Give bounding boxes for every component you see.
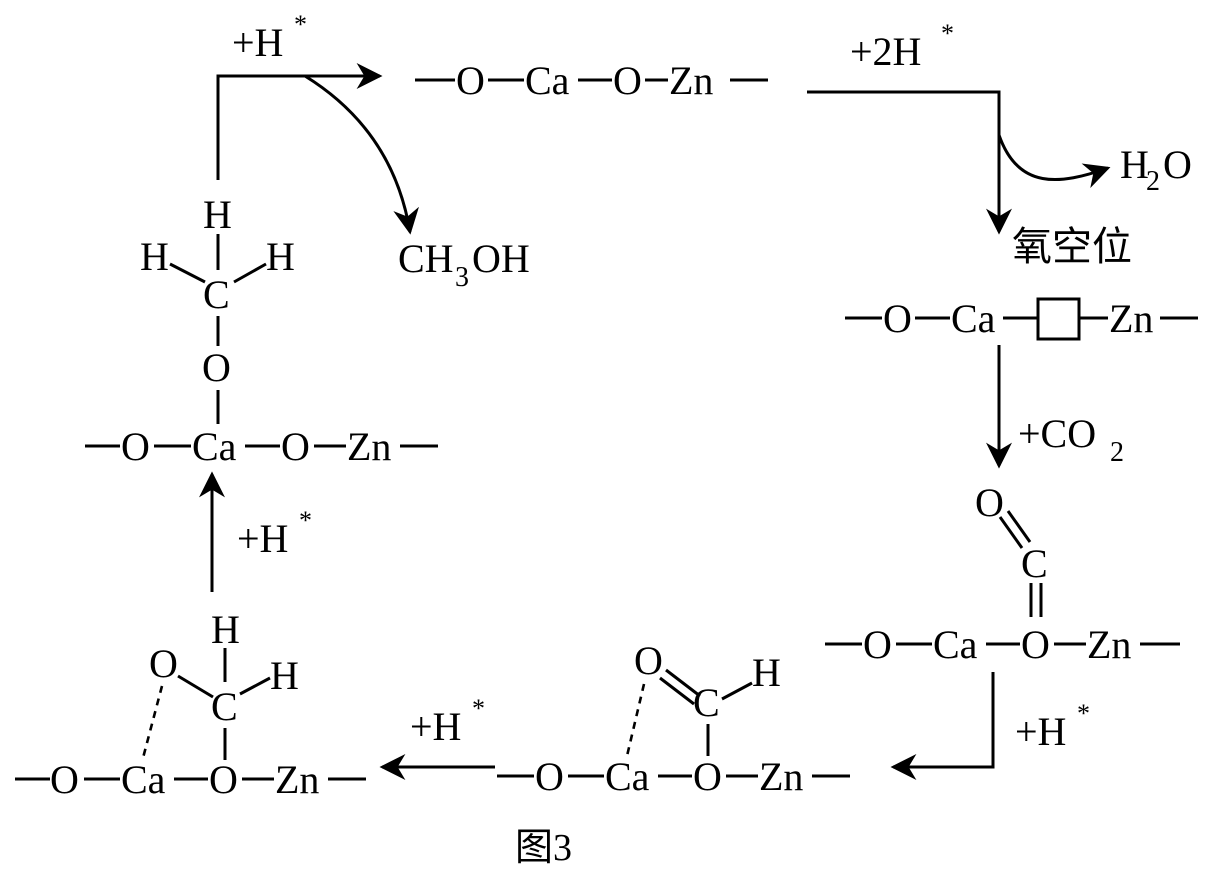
atom-c: C (211, 684, 238, 729)
label-star: * (941, 19, 954, 48)
label-h2o-h: H (1120, 142, 1149, 187)
bond (177, 674, 214, 699)
label-plus-2h: +2H (850, 29, 921, 74)
atom-h: H (270, 653, 299, 698)
structure-h2coo: O H C H O Ca O Zn (15, 607, 366, 802)
atom-o: O (209, 757, 238, 802)
label-ch3oh-oh: OH (472, 236, 530, 281)
atom-o: O (121, 424, 150, 469)
label-h2o-subscript: 2 (1146, 166, 1160, 197)
dashed-bond (625, 683, 646, 757)
atom-c: C (1021, 541, 1048, 586)
atom-ca: Ca (525, 58, 570, 103)
atom-h: H (140, 234, 169, 279)
bond (1006, 510, 1032, 543)
atom-zn: Zn (275, 757, 319, 802)
atom-o: O (456, 58, 485, 103)
atom-c: C (693, 680, 720, 725)
label-h2o-o: O (1163, 142, 1192, 187)
atom-zn: Zn (669, 58, 713, 103)
atom-ca: Ca (933, 622, 978, 667)
figure-caption: 图3 (515, 827, 572, 869)
arrow-ch3oh-release (304, 74, 419, 235)
atom-h: H (752, 650, 781, 695)
atom-zn: Zn (347, 424, 391, 469)
structure-co2-adsorbed: O C O Ca O Zn (825, 480, 1180, 667)
label-star: * (294, 10, 307, 39)
step-plus-h-right: +H * (890, 672, 1090, 780)
bond (721, 681, 753, 701)
structure-methoxy: H H C H O O Ca O Zn (85, 192, 438, 469)
atom-zn: Zn (1109, 296, 1153, 341)
atom-ca: Ca (192, 424, 237, 469)
structure-vacancy: O Ca Zn (845, 296, 1198, 341)
arrow-h-add-right (890, 672, 995, 780)
step-plus-co2: +CO 2 (986, 345, 1124, 469)
bond (665, 668, 701, 698)
dashed-bond (141, 685, 164, 759)
label-plus-h: +H (1015, 709, 1066, 754)
atom-o: O (535, 754, 564, 799)
step-plus-h-top: +H * CH 3 OH (216, 10, 530, 293)
label-star: * (1077, 699, 1090, 728)
label-star: * (299, 506, 312, 535)
atom-o: O (975, 480, 1004, 525)
structure-top: O Ca O Zn (415, 58, 768, 103)
bond (659, 676, 695, 706)
label-star: * (472, 694, 485, 723)
atom-o: O (693, 754, 722, 799)
atom-o: O (634, 638, 663, 683)
vacancy-box (1036, 297, 1081, 341)
atom-o: O (202, 345, 231, 390)
arrow-h2o-out (997, 134, 1111, 189)
bond (239, 676, 271, 696)
bond (233, 262, 267, 284)
step-plus-h-left: +H * (199, 471, 312, 592)
step-plus-h-bottom: +H * (379, 694, 495, 780)
atom-o: O (883, 296, 912, 341)
atom-zn: Zn (759, 754, 803, 799)
atom-o: O (1021, 622, 1050, 667)
arrow-to-vacancy (807, 90, 1012, 235)
atom-h: H (203, 192, 232, 237)
label-plus-co2: +CO (1018, 411, 1096, 456)
step-plus-2h: +2H * H 2 O 氧空位 (807, 19, 1192, 269)
arrow-h-add-top (216, 63, 383, 180)
bond (998, 516, 1024, 549)
atom-o: O (281, 424, 310, 469)
atom-c: C (203, 272, 230, 317)
label-co2-subscript: 2 (1110, 437, 1124, 468)
label-plus-h: +H (237, 516, 288, 561)
label-plus-h: +H (232, 20, 283, 65)
structure-formate: O C H O Ca O Zn (497, 638, 850, 799)
atom-zn: Zn (1087, 622, 1131, 667)
atom-o: O (149, 641, 178, 686)
atom-h: H (211, 607, 240, 652)
label-ch3oh-subscript: 3 (455, 262, 469, 293)
atom-o: O (50, 757, 79, 802)
atom-ca: Ca (951, 296, 996, 341)
atom-ca: Ca (121, 757, 166, 802)
atom-o: O (613, 58, 642, 103)
label-plus-h: +H (410, 704, 461, 749)
atom-o: O (863, 622, 892, 667)
label-ch3oh-ch: CH (398, 236, 454, 281)
bond (169, 262, 206, 284)
atom-h: H (266, 234, 295, 279)
atom-ca: Ca (605, 754, 650, 799)
label-oxygen-vacancy: 氧空位 (1012, 224, 1132, 269)
